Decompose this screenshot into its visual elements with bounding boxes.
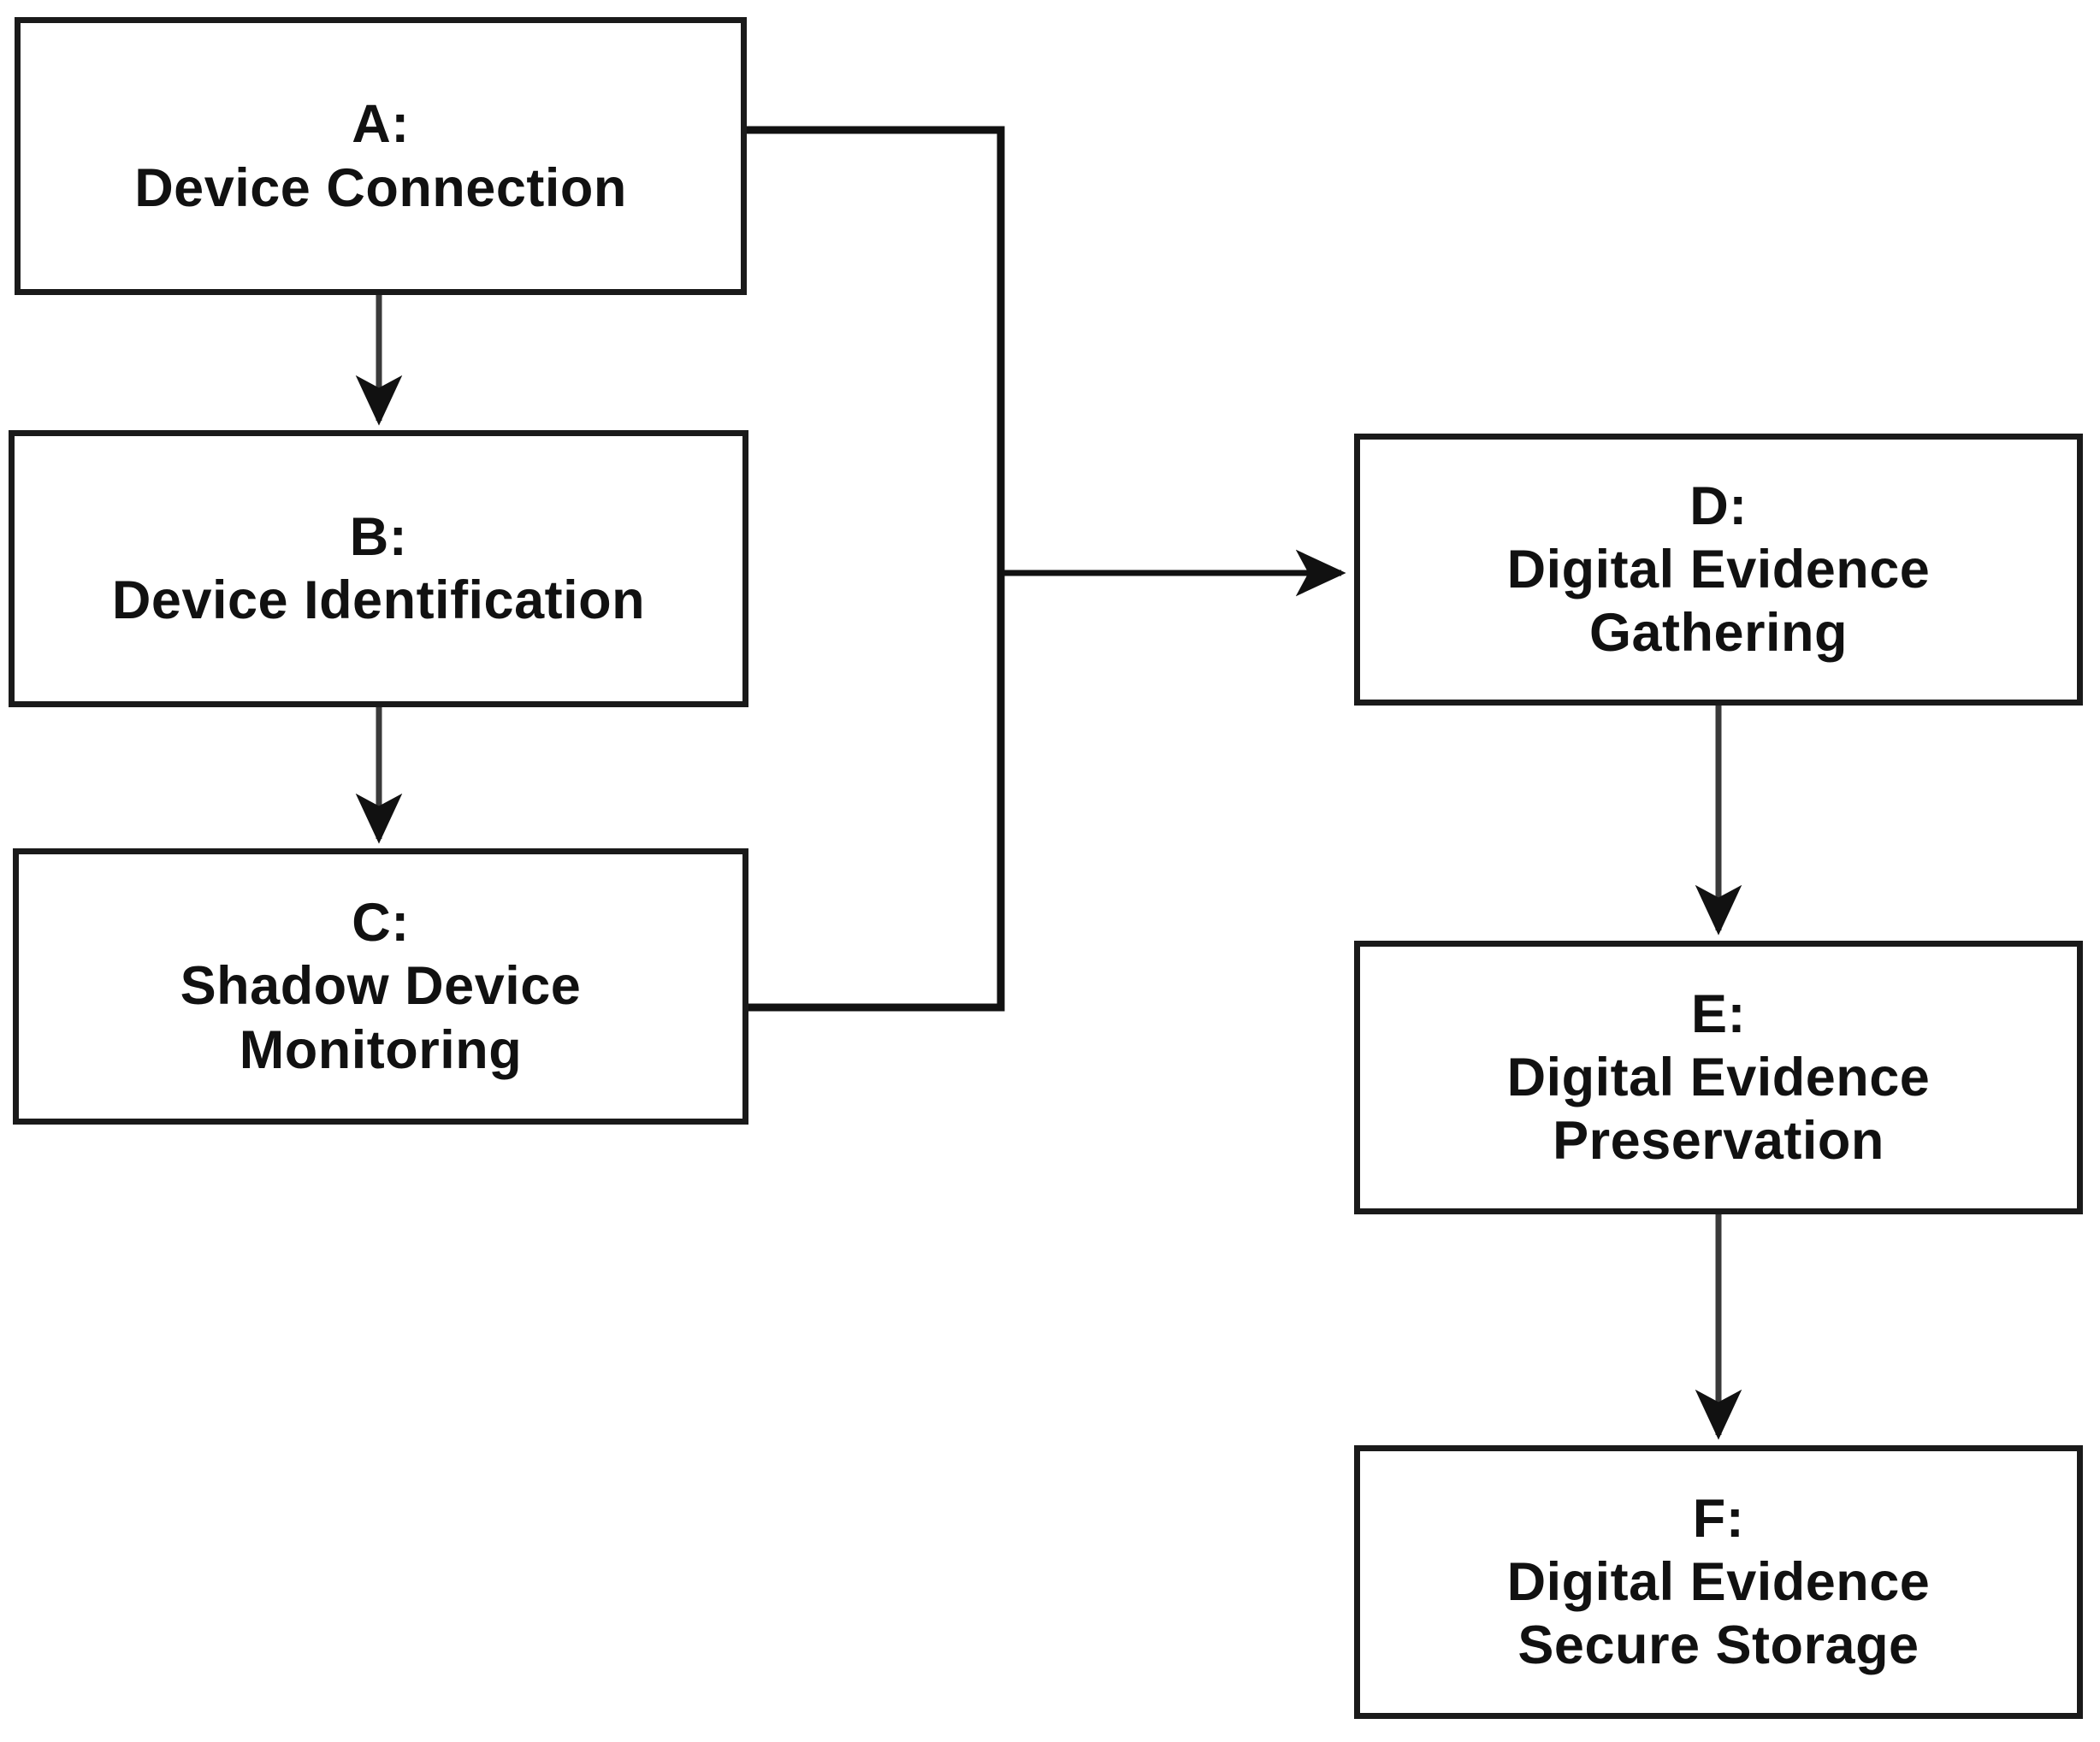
node-b-device-identification[interactable]: B: Device Identification: [9, 430, 748, 707]
node-c-shadow-device-monitoring[interactable]: C: Shadow Device Monitoring: [13, 848, 748, 1125]
edge-a-to-bus: [742, 126, 1005, 577]
node-a-device-connection[interactable]: A: Device Connection: [15, 17, 747, 295]
edge-c-to-bus: [744, 569, 1005, 1012]
node-f-label: F: Digital Evidence Secure Storage: [1506, 1488, 1931, 1676]
node-c-label: C: Shadow Device Monitoring: [180, 893, 582, 1080]
node-b-label: B: Device Identification: [111, 506, 646, 630]
node-d-digital-evidence-gathering[interactable]: D: Digital Evidence Gathering: [1354, 434, 2083, 706]
node-d-label: D: Digital Evidence Gathering: [1506, 475, 1931, 664]
node-a-label: A: Device Connection: [134, 94, 627, 218]
node-e-digital-evidence-preservation[interactable]: E: Digital Evidence Preservation: [1354, 941, 2083, 1214]
node-e-label: E: Digital Evidence Preservation: [1506, 983, 1931, 1172]
node-f-digital-evidence-secure-storage[interactable]: F: Digital Evidence Secure Storage: [1354, 1445, 2083, 1719]
